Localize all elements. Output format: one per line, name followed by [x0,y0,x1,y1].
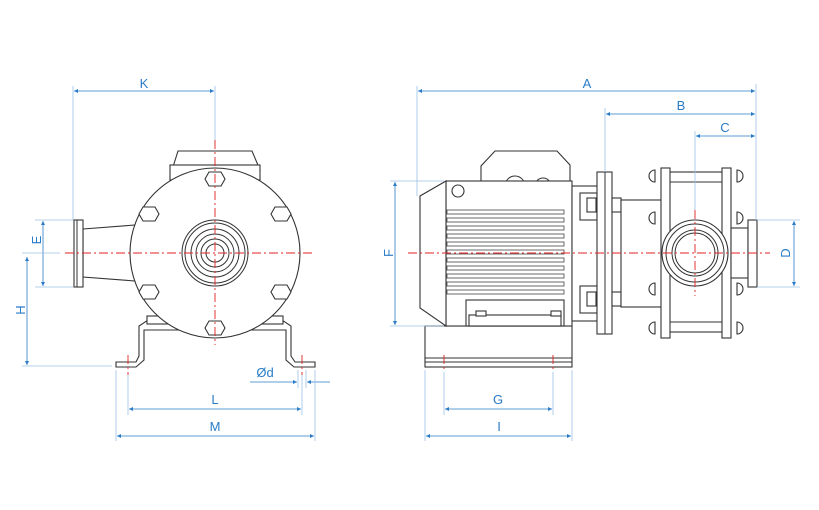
fan-cover [419,180,447,328]
side-dimensions: A B C F D G I [381,76,800,441]
front-dimensions: K E H Ød L M [13,76,330,441]
side-view [408,150,770,372]
label-k: K [140,76,149,91]
label-m: M [210,419,221,434]
label-d: Ød [256,365,273,380]
label-g: G [493,392,503,407]
base-plate [424,325,573,368]
inlet-flange [73,219,84,288]
pump-neck [620,199,663,308]
tie-bolts [648,169,744,335]
label-d-side: D [778,248,793,257]
front-view [65,140,316,375]
label-f: F [381,249,396,257]
lifting-eye [451,184,465,198]
label-i: I [497,419,501,434]
casing-bolts [138,171,292,336]
label-b: B [677,98,686,113]
label-e: E [29,235,44,244]
label-h: H [13,305,28,314]
label-l: L [211,392,218,407]
label-c: C [720,120,729,135]
label-a: A [583,76,592,91]
cooling-fins [446,209,565,295]
outlet-flange [747,219,758,288]
